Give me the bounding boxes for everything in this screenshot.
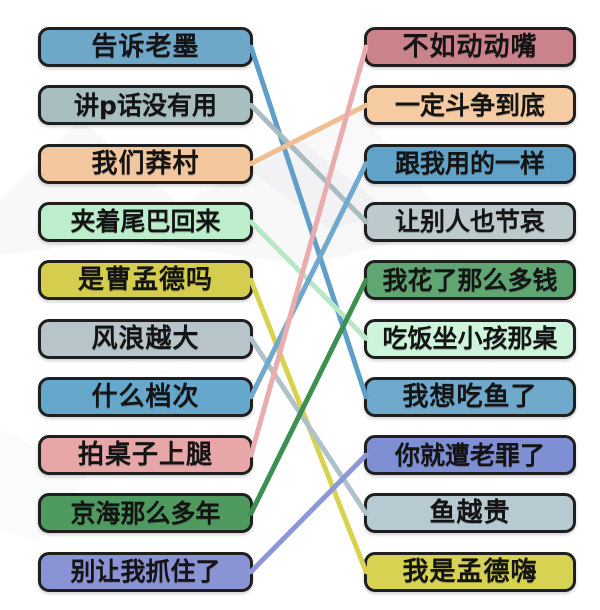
connection-line-9 — [248, 452, 369, 575]
right-item-7[interactable]: 你就遭老罪了 — [364, 435, 576, 476]
item-label: 别让我抓住了 — [70, 557, 221, 587]
item-label: 京海那么多年 — [70, 498, 221, 528]
item-label: 一定斗争到底 — [394, 90, 545, 120]
right-item-1[interactable]: 一定斗争到底 — [364, 85, 576, 126]
item-label: 跟我用的一样 — [394, 149, 545, 179]
item-label: 什么档次 — [91, 381, 200, 412]
left-item-0[interactable]: 告诉老墨 — [38, 27, 253, 67]
item-label: 告诉老墨 — [91, 32, 200, 62]
item-label: 我们莽村 — [91, 148, 200, 179]
item-label: 你就遭老罪了 — [394, 440, 545, 470]
item-label: 鱼越贵 — [429, 498, 511, 529]
item-label: 拍桌子上腿 — [77, 440, 213, 471]
right-item-9[interactable]: 我是孟德嗨 — [364, 551, 576, 592]
left-item-4[interactable]: 是曹孟德吗 — [38, 260, 253, 301]
item-label: 风浪越大 — [91, 323, 200, 354]
right-item-0[interactable]: 不如动动嘴 — [364, 27, 576, 67]
item-label: 是曹孟德吗 — [77, 265, 213, 296]
item-label: 我是孟德嗨 — [402, 556, 538, 587]
item-label: 不如动动嘴 — [402, 32, 538, 62]
connection-line-1 — [248, 102, 369, 225]
connection-line-8 — [248, 277, 369, 516]
item-label: 我花了那么多钱 — [382, 265, 558, 295]
item-label: 夹着尾巴回来 — [70, 207, 221, 237]
right-item-3[interactable]: 让别人也节哀 — [364, 201, 576, 242]
right-item-8[interactable]: 鱼越贵 — [364, 493, 576, 534]
left-item-6[interactable]: 什么档次 — [38, 376, 253, 417]
item-label: 吃饭坐小孩那桌 — [382, 324, 558, 353]
left-item-7[interactable]: 拍桌子上腿 — [38, 435, 253, 476]
left-item-8[interactable]: 京海那么多年 — [38, 493, 253, 534]
left-item-9[interactable]: 别让我抓住了 — [38, 551, 253, 592]
item-label: 让别人也节哀 — [394, 207, 545, 237]
item-label: 我想吃鱼了 — [402, 381, 538, 412]
left-item-3[interactable]: 夹着尾巴回来 — [38, 201, 253, 242]
connection-line-0 — [248, 44, 369, 400]
right-item-4[interactable]: 我花了那么多钱 — [364, 260, 576, 301]
connection-line-7 — [248, 44, 369, 458]
right-item-5[interactable]: 吃饭坐小孩那桌 — [364, 318, 576, 359]
right-item-6[interactable]: 我想吃鱼了 — [364, 376, 576, 417]
connection-line-6 — [248, 161, 369, 400]
item-label: 讲p话没有用 — [74, 90, 217, 120]
left-item-1[interactable]: 讲p话没有用 — [38, 85, 253, 126]
connection-line-5 — [248, 336, 369, 516]
left-item-5[interactable]: 风浪越大 — [38, 318, 253, 359]
